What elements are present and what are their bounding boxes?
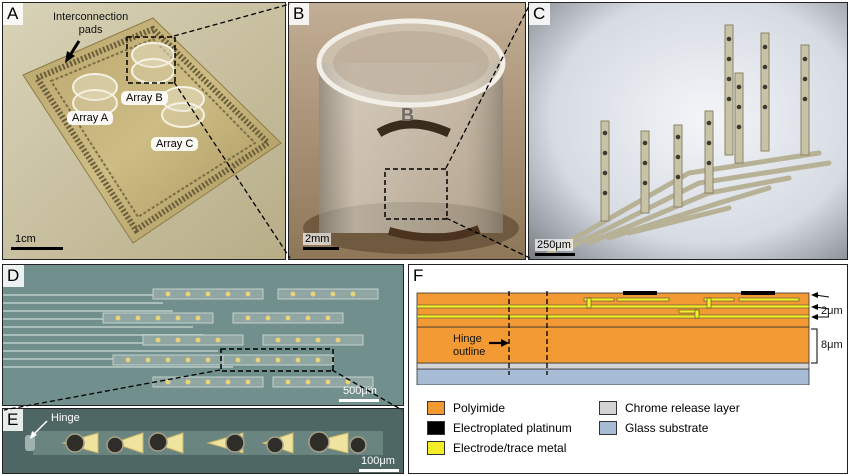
dim-8um: 8μm	[821, 339, 843, 351]
hinge-arrow	[32, 420, 48, 436]
dim-2um: 2μm	[821, 305, 843, 317]
legend-polyimide: Polyimide	[427, 401, 505, 415]
hinge-outline-text: Hinge outline	[453, 333, 486, 358]
panel-b-label: B	[289, 3, 310, 25]
panel-e-micrograph	[3, 409, 403, 473]
zoom-box-b	[126, 36, 176, 84]
electrode-sites	[602, 36, 808, 196]
panel-a-label: A	[3, 3, 24, 25]
reservoir-b	[131, 42, 175, 84]
chrome-swatch	[599, 401, 617, 415]
panel-d: D 500μm	[2, 264, 404, 406]
panel-d-scale-text: 500μm	[343, 385, 377, 397]
panel-a-photo	[3, 3, 285, 259]
panel-d-scalebar	[339, 399, 379, 402]
panel-a-scalebar	[11, 247, 63, 250]
polyimide-thick	[416, 326, 810, 364]
array-a-tag: Array A	[67, 111, 114, 125]
reservoir-a	[72, 73, 118, 117]
zoom-box-e	[220, 348, 334, 372]
reservoir-c	[161, 86, 205, 128]
panel-b-photo: B	[289, 3, 525, 259]
glass-swatch	[599, 421, 617, 435]
hinge-callout: Hinge	[51, 412, 80, 424]
legend-platinum-label: Electroplated platinum	[453, 421, 572, 435]
legend-polyimide-label: Polyimide	[453, 401, 506, 415]
layer-stack-diagram	[416, 291, 830, 385]
panel-b-scalebar	[303, 247, 339, 250]
panel-e-label: E	[3, 409, 24, 431]
legend-glass-label: Glass substrate	[625, 421, 709, 435]
legend-chrome-label: Chrome release layer	[625, 401, 740, 415]
panel-e: E Hinge 100μm	[2, 408, 404, 474]
panel-e-scalebar	[359, 469, 399, 472]
panel-f-label: F	[409, 265, 429, 287]
array-c-tag: Array C	[151, 137, 199, 151]
legend-trace-metal: Electrode/trace metal	[427, 441, 566, 455]
trace-metal-swatch	[427, 441, 445, 455]
panel-c-photo	[529, 3, 847, 259]
cylinder-engraving: B	[401, 105, 414, 125]
platinum-swatch	[427, 421, 445, 435]
glass-substrate-layer	[416, 368, 810, 385]
panel-f: F Hinge outline 2μm 8μm Polyimide Electr…	[408, 264, 848, 474]
electroplated-platinum	[623, 291, 775, 295]
array-b-tag: Array B	[121, 91, 168, 105]
interconnection-pads-callout: Interconnection pads	[53, 11, 129, 36]
panel-b-scale-text: 2mm	[303, 233, 332, 245]
panel-a-scale-text: 1cm	[15, 233, 36, 245]
panel-c-scale-text: 250μm	[535, 239, 573, 251]
trace-metal	[416, 297, 810, 319]
polyimide-swatch	[427, 401, 445, 415]
legend-platinum: Electroplated platinum	[427, 421, 572, 435]
panel-c-scalebar	[535, 253, 575, 256]
panel-c: C 250μm	[528, 2, 848, 260]
panel-e-scale-text: 100μm	[361, 455, 395, 467]
panel-d-label: D	[3, 265, 25, 287]
legend-chrome: Chrome release layer	[599, 401, 740, 415]
chrome-release-layer	[416, 362, 810, 370]
panel-b: B B 2mm	[288, 2, 526, 260]
panel-c-label: C	[529, 3, 551, 25]
panel-a: A Interconnection pads Array A Array B A…	[2, 2, 286, 260]
polyimide-thin-1	[416, 316, 810, 328]
legend-trace-metal-label: Electrode/trace metal	[453, 441, 567, 455]
platinum-sites	[65, 431, 367, 454]
legend-glass: Glass substrate	[599, 421, 708, 435]
electrode-dots	[115, 291, 356, 385]
